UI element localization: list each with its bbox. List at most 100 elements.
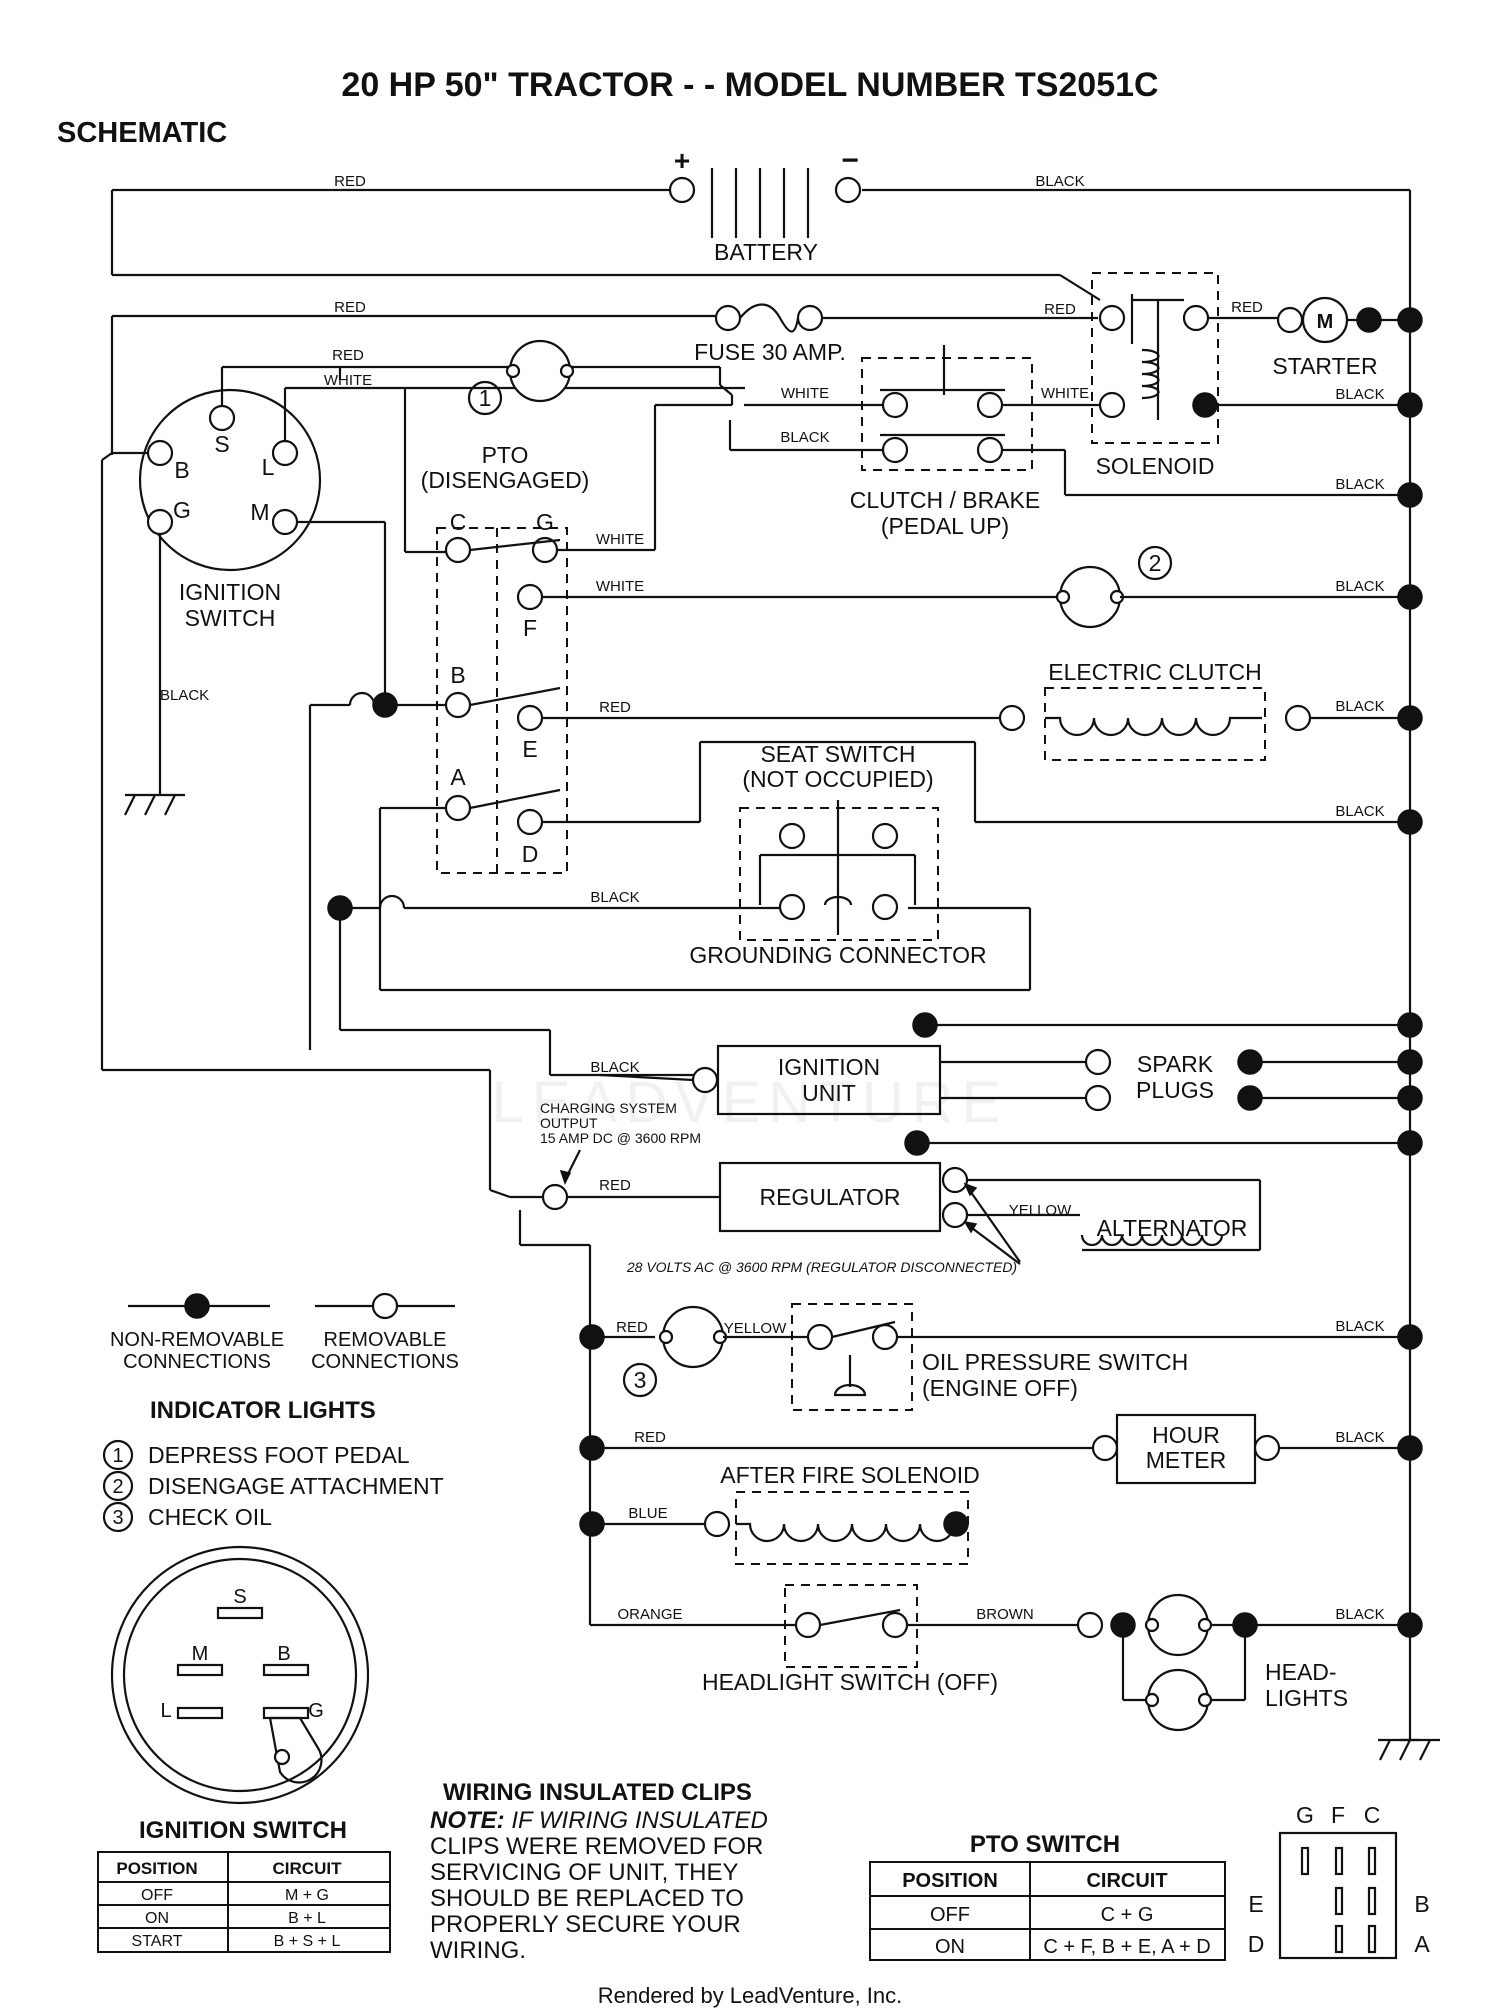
svg-text:B: B bbox=[277, 1643, 290, 1665]
wire-label-black: BLACK bbox=[1035, 173, 1084, 190]
wire-label-red: RED bbox=[634, 1429, 666, 1446]
ignition-terminal-g: G bbox=[173, 497, 191, 523]
regulator-label: REGULATOR bbox=[759, 1184, 900, 1210]
oil-pressure-label-1: OIL PRESSURE SWITCH bbox=[922, 1349, 1188, 1375]
fuse-circuit: RED RED FUSE 30 AMP. bbox=[110, 299, 1098, 455]
schematic-subtitle: SCHEMATIC bbox=[57, 117, 227, 149]
ac-note: 28 VOLTS AC @ 3600 RPM (REGULATOR DISCON… bbox=[626, 1259, 1017, 1275]
headlight-switch: ORANGE BROWN HEADLIGHT SWITCH (OFF) bbox=[590, 1584, 1080, 1695]
wire-label-black: BLACK bbox=[1335, 476, 1384, 493]
indicator-lights-list: INDICATOR LIGHTS 1 DEPRESS FOOT PEDAL 2 … bbox=[102, 1397, 444, 1533]
svg-text:F: F bbox=[1331, 1802, 1345, 1828]
pto-terminal-b: B bbox=[450, 662, 465, 688]
ignition-unit-label-1: IGNITION bbox=[778, 1054, 880, 1080]
wire-label-white: WHITE bbox=[596, 531, 644, 548]
seat-switch-label-2: (NOT OCCUPIED) bbox=[742, 766, 933, 792]
battery-label: BATTERY bbox=[714, 239, 818, 265]
wire-label-yellow: YELLOW bbox=[1009, 1202, 1072, 1219]
pto-terminal-a: A bbox=[450, 764, 466, 790]
wire-label-red: RED bbox=[1044, 301, 1076, 318]
wire-label-black: BLACK bbox=[1335, 1318, 1384, 1335]
wire-label-black: BLACK bbox=[1335, 803, 1384, 820]
hour-meter-label-1: HOUR bbox=[1152, 1422, 1220, 1448]
svg-text:START: START bbox=[132, 1933, 183, 1950]
wire-label-red: RED bbox=[334, 299, 366, 316]
clutch-brake-label-2: (PEDAL UP) bbox=[881, 513, 1009, 539]
headlights-label-1: HEAD- bbox=[1265, 1659, 1337, 1685]
wire-label-yellow: YELLOW bbox=[724, 1320, 787, 1337]
wire-label-red: RED bbox=[334, 173, 366, 190]
svg-text:A: A bbox=[1414, 1931, 1430, 1957]
svg-text:3: 3 bbox=[112, 1507, 123, 1529]
svg-text:WIRING.: WIRING. bbox=[430, 1937, 526, 1964]
wire-label-black: BLACK bbox=[1335, 386, 1384, 403]
solenoid: RED SOLENOID bbox=[1091, 272, 1278, 479]
svg-text:CLIPS WERE REMOVED FOR: CLIPS WERE REMOVED FOR bbox=[430, 1833, 763, 1860]
wire-label-red: RED bbox=[599, 699, 631, 716]
wire-label-white: WHITE bbox=[324, 372, 372, 389]
svg-text:PROPERLY SECURE YOUR: PROPERLY SECURE YOUR bbox=[430, 1911, 741, 1938]
legend-removable-1: REMOVABLE bbox=[324, 1329, 447, 1351]
wire-label-black: BLACK bbox=[1335, 1429, 1384, 1446]
svg-text:OFF: OFF bbox=[141, 1887, 173, 1904]
grounding-connector-label: GROUNDING CONNECTOR bbox=[689, 942, 986, 968]
wire-label-orange: ORANGE bbox=[617, 1606, 682, 1623]
svg-text:1: 1 bbox=[112, 1445, 123, 1467]
svg-text:ON: ON bbox=[935, 1936, 965, 1958]
ignition-terminal-l: L bbox=[262, 454, 275, 480]
headlights: BLACK HEAD- LIGHTS bbox=[1076, 1593, 1423, 1732]
svg-text:2: 2 bbox=[112, 1476, 123, 1498]
svg-text:B + S + L: B + S + L bbox=[274, 1933, 341, 1950]
indicator-lights-title: INDICATOR LIGHTS bbox=[150, 1397, 376, 1424]
fuse-label: FUSE 30 AMP. bbox=[694, 339, 846, 365]
wire-label-red: RED bbox=[616, 1319, 648, 1336]
wire-label-white: WHITE bbox=[781, 385, 829, 402]
indicator-number-3: 3 bbox=[634, 1367, 647, 1393]
ignition-switch: S B L G M IGNITION SWITCH bbox=[138, 388, 322, 631]
wire-label-black: BLACK bbox=[1335, 578, 1384, 595]
legend-non-removable-1: NON-REMOVABLE bbox=[110, 1329, 284, 1351]
svg-text:E: E bbox=[1248, 1891, 1263, 1917]
ignition-label-1: IGNITION bbox=[179, 579, 281, 605]
starter: M STARTER bbox=[1272, 296, 1423, 379]
starter-m: M bbox=[1317, 311, 1334, 333]
indicator-number-2: 2 bbox=[1149, 550, 1162, 576]
spark-plugs-label-1: SPARK bbox=[1137, 1051, 1214, 1077]
svg-text:SHOULD BE REPLACED TO: SHOULD BE REPLACED TO bbox=[430, 1885, 744, 1912]
oil-pressure-label-2: (ENGINE OFF) bbox=[922, 1375, 1078, 1401]
legend-non-removable-2: CONNECTIONS bbox=[123, 1351, 271, 1373]
svg-text:G: G bbox=[308, 1700, 324, 1722]
charging-note-1: CHARGING SYSTEM bbox=[540, 1100, 677, 1116]
connection-legend: NON-REMOVABLE CONNECTIONS REMOVABLE CONN… bbox=[110, 1292, 459, 1373]
ignition-table-title: IGNITION SWITCH bbox=[139, 1817, 347, 1844]
hour-meter: RED HOUR METER BLACK bbox=[579, 1413, 1423, 1485]
ignition-label-2: SWITCH bbox=[185, 605, 276, 631]
svg-text:M: M bbox=[192, 1643, 209, 1665]
pto-terminal-c: C bbox=[450, 509, 467, 535]
svg-text:M + G: M + G bbox=[285, 1887, 329, 1904]
svg-text:B: B bbox=[1414, 1891, 1429, 1917]
grounding-connector: BLACK GROUNDING CONNECTOR bbox=[327, 889, 1032, 992]
svg-text:ON: ON bbox=[145, 1910, 169, 1927]
svg-text:B + L: B + L bbox=[288, 1910, 326, 1927]
svg-text:CIRCUIT: CIRCUIT bbox=[273, 1859, 343, 1878]
svg-text:POSITION: POSITION bbox=[116, 1859, 197, 1878]
ignition-unit: IGNITION UNIT BLACK SPARK PLUGS bbox=[590, 1012, 1423, 1116]
wire-label-black: BLACK bbox=[1335, 698, 1384, 715]
svg-text:G: G bbox=[1296, 1802, 1314, 1828]
svg-text:SERVICING OF UNIT, THEY: SERVICING OF UNIT, THEY bbox=[430, 1859, 739, 1886]
hour-meter-label-2: METER bbox=[1146, 1447, 1227, 1473]
pto-terminal-f: F bbox=[523, 615, 537, 641]
wire-label-brown: BROWN bbox=[976, 1606, 1034, 1623]
wire-label-red: RED bbox=[332, 347, 364, 364]
wire-label-black: BLACK bbox=[590, 889, 639, 906]
footer-credit: Rendered by LeadVenture, Inc. bbox=[598, 1983, 903, 2008]
indicator-light-1: 1 bbox=[338, 339, 575, 416]
headlights-label-2: LIGHTS bbox=[1265, 1685, 1348, 1711]
pto-label-2: (DISENGAGED) bbox=[421, 467, 590, 493]
charging-note-2: OUTPUT bbox=[540, 1115, 598, 1131]
pto-switch: PTO (DISENGAGED) C G F B E A D bbox=[421, 442, 590, 874]
page-title: 20 HP 50" TRACTOR - - MODEL NUMBER TS205… bbox=[341, 66, 1158, 104]
pto-switch-table: PTO SWITCH POSITION CIRCUIT OFF C + G ON… bbox=[869, 1831, 1226, 1961]
